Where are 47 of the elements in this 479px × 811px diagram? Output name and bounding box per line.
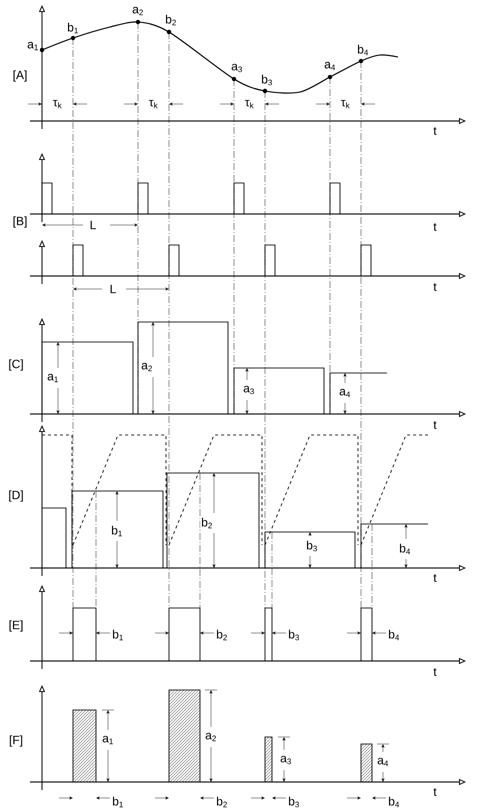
sample-label: a$_{2}$	[131, 6, 145, 16]
axis-label: t	[432, 282, 438, 292]
axis-label: t	[432, 420, 438, 430]
dimension-label: b$_{2}$	[200, 516, 214, 530]
dimension-label: b$_{1}$	[111, 628, 125, 642]
dimension-label: a$_{2}$	[204, 732, 218, 742]
sample-label: a$_{3}$	[230, 62, 244, 74]
sample-label: b$_{1}$	[66, 22, 80, 34]
dimension-label: b$_{1}$	[110, 524, 124, 538]
panel-label: [E]	[8, 619, 24, 633]
axis-label: t	[432, 667, 438, 677]
dimension-label: a$_{4}$	[338, 388, 352, 398]
dimension-label: L	[108, 284, 118, 294]
axis-label: t	[432, 573, 438, 583]
dimension-label: b$_{4}$	[387, 796, 401, 808]
sample-label: b$_{3}$	[260, 74, 274, 86]
dimension-label: τ$_{k}$	[148, 98, 160, 110]
panel-label: [C]	[7, 358, 25, 372]
dimension-label: a$_{1}$	[46, 372, 60, 384]
panel-label: [B]	[12, 215, 28, 229]
axis-label: t	[432, 126, 438, 136]
dimension-label: τ$_{k}$	[340, 98, 352, 110]
dimension-label: b$_{4}$	[398, 542, 412, 556]
dimension-label: a$_{2}$	[140, 362, 154, 372]
dimension-label: a$_{4}$	[376, 756, 390, 768]
sample-label: a$_{4}$	[323, 60, 337, 72]
dimension-label: b$_{3}$	[305, 540, 319, 552]
dimension-label: b$_{2}$	[215, 796, 229, 808]
sample-label: a$_{1}$	[26, 40, 40, 52]
panel-label: [A]	[12, 69, 28, 83]
dimension-label: τ$_{k}$	[52, 98, 64, 110]
axis-label: t	[432, 787, 438, 797]
dimension-label: b$_{3}$	[287, 628, 301, 642]
dimension-label: b$_{1}$	[111, 796, 125, 808]
dimension-label: b$_{2}$	[215, 628, 229, 642]
dimension-label: b$_{4}$	[387, 628, 401, 642]
panel-label: [F]	[8, 734, 24, 748]
dimension-label: τ$_{k}$	[244, 98, 256, 110]
axis-label: t	[432, 222, 438, 232]
sample-label: b$_{4}$	[356, 44, 370, 56]
dimension-label: a$_{3}$	[242, 384, 256, 396]
sample-label: b$_{2}$	[164, 14, 178, 26]
dimension-label: a$_{3}$	[279, 754, 293, 766]
panel-label: [D]	[7, 489, 25, 503]
dimension-label: L	[88, 220, 98, 230]
dimension-label: a$_{1}$	[101, 734, 115, 746]
dimension-label: b$_{3}$	[287, 796, 301, 808]
